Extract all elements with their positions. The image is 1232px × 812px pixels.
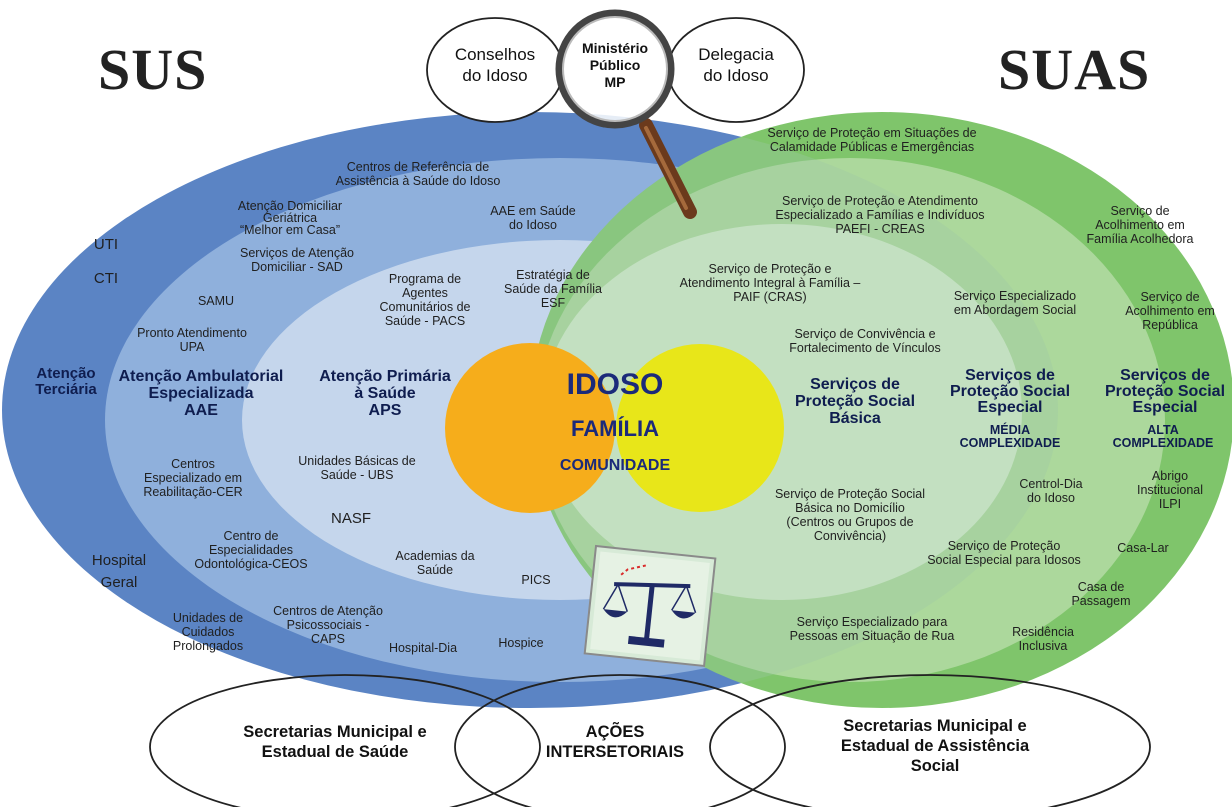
cuidados-prolongados-label: Unidades de Cuidados Prolongados [172, 611, 244, 653]
bottom-center-bubble [454, 674, 786, 812]
secretarias-saude-label: Secretarias Municipal e Estadual de Saúd… [243, 723, 427, 761]
scale-of-justice-icon [583, 544, 717, 668]
abrigo-ilpi-label: Abrigo Institucional ILPI [1136, 469, 1203, 511]
atencao-terciaria-heading: Atenção Terciária [35, 365, 97, 398]
convivencia-label: Serviço de Convivência e Fortalecimento … [789, 327, 941, 355]
alta-complexidade-label: ALTA COMPLEXIDADE [1112, 423, 1214, 450]
acoes-intersetoriais-label: AÇÕES INTERSETORIAIS [545, 723, 685, 761]
melhor-em-casa-label: Atenção Domiciliar Geriátrica “Melhor em… [237, 199, 343, 237]
familia-acolhedora-label: Serviço de Acolhimento em Família Acolhe… [1086, 204, 1194, 246]
media-complexidade-label: MÉDIA COMPLEXIDADE [959, 423, 1061, 450]
sus-title: SUS [98, 37, 208, 102]
samu-label: SAMU [197, 294, 235, 308]
aae-saude-idoso-label: AAE em Saúde do Idoso [490, 204, 576, 232]
protecao-basica-heading: Serviços de Proteção Social Básica [794, 376, 916, 427]
casa-lar-label: Casa-Lar [1117, 541, 1169, 555]
comunidade-label: COMUNIDADE [559, 457, 671, 474]
familia-circle [616, 344, 784, 512]
academias-label: Academias da Saúde [395, 549, 475, 577]
magnifier-lens [555, 9, 675, 129]
ministerio-publico-label: Ministério Público MP [581, 40, 649, 90]
republica-label: Serviço de Acolhimento em República [1125, 290, 1215, 332]
conselhos-do-idoso-label: Conselhos do Idoso [454, 45, 536, 85]
pics-label: PICS [521, 573, 551, 587]
centros-referencia-label: Centros de Referência de Assistência à S… [335, 160, 501, 188]
paif-label: Serviço de Proteção e Atendimento Integr… [679, 262, 861, 304]
esf-label: Estratégia de Saúde da Família ESF [504, 268, 602, 310]
delegacia-do-idoso-label: Delegacia do Idoso [698, 45, 774, 85]
atencao-primaria-heading: Atenção Primária à Saúde APS [319, 368, 451, 419]
suas-title: SUAS [998, 37, 1151, 102]
cer-label: Centros Especializado em Reabilitação-CE… [143, 457, 243, 499]
familia-label: FAMÍLIA [571, 416, 659, 441]
nasf-label: NASF [330, 510, 371, 527]
situacao-de-rua-label: Serviço Especializado para Pessoas em Si… [789, 615, 955, 643]
magnifier-lens-rim [562, 16, 668, 122]
bottom-left-bubble [149, 674, 541, 812]
magnifier-handle-highlight [644, 126, 688, 210]
hospital-geral-label: Hospital Geral [91, 552, 147, 591]
protecao-idosos-label: Serviço de Proteção Social Especial para… [927, 539, 1081, 567]
hospital-dia-label: Hospital-Dia [388, 641, 458, 655]
upa-label: Pronto Atendimento UPA [137, 326, 247, 354]
paefi-label: Serviço de Proteção e Atendimento Especi… [775, 194, 985, 236]
pacs-label: Programa de Agentes Comunitários de Saúd… [379, 272, 471, 328]
secretarias-assistencia-label: Secretarias Municipal e Estadual de Assi… [840, 717, 1030, 775]
hospice-label: Hospice [498, 636, 544, 650]
cti-label: CTI [93, 270, 119, 287]
caps-label: Centros de Atenção Psicossociais - CAPS [273, 604, 383, 646]
casa-de-passagem-label: Casa de Passagem [1071, 580, 1131, 608]
centro-dia-label: Centrol-Dia do Idoso [1019, 477, 1083, 505]
idoso-label: IDOSO [566, 368, 664, 401]
atencao-ambulatorial-heading: Atenção Ambulatorial Especializada AAE [118, 368, 284, 419]
abordagem-social-label: Serviço Especializado em Abordagem Socia… [953, 289, 1077, 317]
residencia-inclusiva-label: Residência Inclusiva [1012, 625, 1074, 653]
ceos-label: Centro de Especialidades Odontológica-CE… [194, 529, 308, 571]
basica-domicilio-label: Serviço de Proteção Social Básica no Dom… [774, 487, 926, 543]
calamidade-label: Serviço de Proteção em Situações de Cala… [767, 126, 977, 154]
idoso-circle [445, 343, 615, 513]
sad-label: Serviços de Atenção Domiciliar - SAD [240, 246, 354, 274]
protecao-especial-alta-heading: Serviços de Proteção Social Especial [1104, 367, 1226, 416]
protecao-especial-media-heading: Serviços de Proteção Social Especial [949, 367, 1071, 416]
bottom-right-bubble [709, 674, 1151, 812]
ubs-label: Unidades Básicas de Saúde - UBS [298, 454, 416, 482]
uti-label: UTI [93, 236, 119, 253]
